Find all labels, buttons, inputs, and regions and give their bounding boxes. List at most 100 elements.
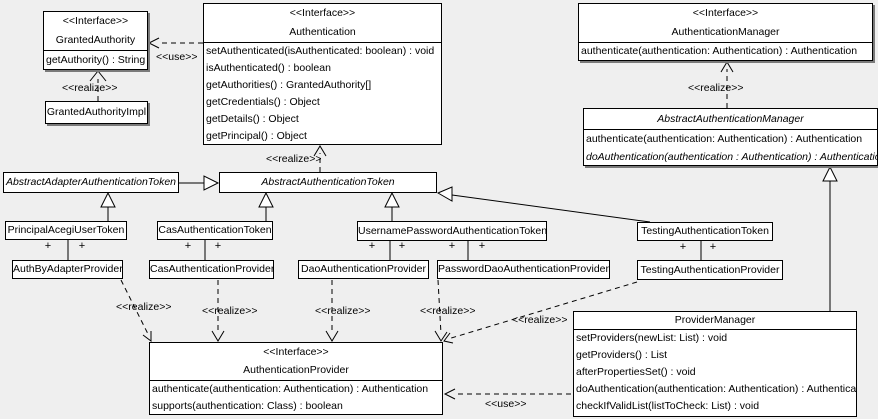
realize-abstract-token-to-authentication <box>313 145 327 172</box>
realize-authbyadapter-provider <box>120 279 152 342</box>
stereotype: <<Interface>> <box>289 7 356 19</box>
method: getAuthorities() : GrantedAuthority[] <box>206 79 372 91</box>
multiplicity-plus: + <box>478 240 486 252</box>
methods-compartment: setAuthenticated(isAuthenticated: boolea… <box>204 42 441 144</box>
class-name: TestingAuthenticationProvider <box>640 264 780 276</box>
method: getDetails() : Object <box>206 113 299 125</box>
methods-compartment: authenticate(authentication: Authenticat… <box>584 129 878 165</box>
method: doAuthentication(authentication: Authent… <box>576 383 857 395</box>
realize-abstract-manager-to-manager <box>720 61 734 108</box>
class-name: AuthenticationManager <box>671 26 780 38</box>
class-name: GrantedAuthorityImpl <box>46 106 147 118</box>
class-auth-by-adapter-provider[interactable]: AuthByAdapterProvider <box>12 260 123 279</box>
realize-label: <<realize>> <box>512 314 568 326</box>
generalization-abstract-adapter-token-to-abstract-token <box>179 175 220 191</box>
method: doAuthentication(authentication : Authen… <box>586 151 878 163</box>
methods-compartment: authenticate(authentication: Authenticat… <box>579 42 872 60</box>
multiplicity-plus: + <box>709 241 717 253</box>
method: authenticate(authentication: Authenticat… <box>152 383 429 395</box>
class-cas-authentication-provider[interactable]: CasAuthenticationProvider <box>149 260 274 279</box>
class-principal-acegi-user-token[interactable]: PrincipalAcegiUserToken <box>5 221 127 240</box>
methods-compartment: getAuthority() : String <box>44 50 147 69</box>
generalization-cas-authentication-token <box>258 191 274 221</box>
realize-label: <<realize>> <box>62 82 118 94</box>
class-cas-authentication-token[interactable]: CasAuthenticationToken <box>157 221 273 240</box>
stereotype: <<Interface>> <box>62 15 129 27</box>
class-header: ProviderManager <box>574 312 856 329</box>
method: supports(authentication: Class) : boolea… <box>152 400 343 412</box>
class-name: ProviderManager <box>674 314 756 326</box>
realize-label: <<realize>> <box>315 305 371 317</box>
realize-grantedauthorityimpl <box>89 70 107 101</box>
class-name: PrincipalAcegiUserToken <box>7 224 125 236</box>
method: isAuthenticated() : boolean <box>206 62 331 74</box>
class-name: UsernamePasswordAuthenticationToken <box>358 225 547 237</box>
class-granted-authority-impl[interactable]: GrantedAuthorityImpl <box>45 101 148 124</box>
class-header: <<Interface>> Authentication <box>204 4 441 42</box>
class-username-password-authentication-token[interactable]: UsernamePasswordAuthenticationToken <box>357 221 547 241</box>
method: setProviders(newList: List) : void <box>576 332 728 344</box>
method: getProviders() : List <box>576 349 668 361</box>
realize-label: <<realize>> <box>116 301 172 313</box>
class-name: AbstractAuthenticationManager <box>657 113 804 125</box>
class-testing-authentication-token[interactable]: TestingAuthenticationToken <box>637 222 773 241</box>
class-name: PasswordDaoAuthenticationProvider <box>438 263 610 275</box>
class-name: AuthenticationProvider <box>243 364 349 376</box>
stereotype: <<Interface>> <box>692 7 759 19</box>
realize-cas-provider <box>211 280 225 342</box>
method: authenticate(authentication: Authenticat… <box>586 133 863 145</box>
class-abstract-adapter-authentication-token[interactable]: AbstractAdapterAuthenticationToken <box>3 172 179 193</box>
class-abstract-authentication-token[interactable]: AbstractAuthenticationToken <box>219 172 437 193</box>
class-name: DaoAuthenticationProvider <box>301 263 426 275</box>
class-authentication-provider[interactable]: <<Interface>> AuthenticationProvider aut… <box>149 342 443 415</box>
realize-label: <<realize>> <box>688 82 744 94</box>
class-name: TestingAuthenticationToken <box>641 225 769 237</box>
class-authentication-manager[interactable]: <<Interface>> AuthenticationManager auth… <box>578 3 873 61</box>
multiplicity-plus: + <box>44 240 52 252</box>
generalization-username-password-token <box>384 191 400 221</box>
stereotype: <<Interface>> <box>263 346 329 358</box>
multiplicity-plus: + <box>78 240 86 252</box>
method: getPrincipal() : Object <box>206 130 307 142</box>
class-name: Authentication <box>289 26 356 38</box>
realize-label: <<realize>> <box>266 153 322 165</box>
class-header: <<Interface>> AuthenticationManager <box>579 4 872 42</box>
class-testing-authentication-provider[interactable]: TestingAuthenticationProvider <box>637 260 783 280</box>
use-label: <<use>> <box>485 398 527 410</box>
class-name: CasAuthenticationProvider <box>150 263 274 275</box>
multiplicity-plus: + <box>398 240 406 252</box>
realize-label: <<realize>> <box>202 305 258 317</box>
class-name: AuthByAdapterProvider <box>13 263 123 275</box>
multiplicity-plus: + <box>214 240 222 252</box>
methods-compartment: setProviders(newList: List) : void getPr… <box>574 329 856 415</box>
class-name: GrantedAuthority <box>55 34 136 46</box>
realize-passworddao-provider <box>434 279 448 342</box>
class-name: AbstractAuthenticationToken <box>261 176 395 188</box>
class-abstract-authentication-manager[interactable]: AbstractAuthenticationManager authentica… <box>583 108 878 166</box>
method: checkIfValidList(listToCheck: List) : vo… <box>576 400 760 412</box>
method: authenticate(authentication: Authenticat… <box>581 45 858 57</box>
realize-label: <<realize>> <box>420 305 476 317</box>
class-name: AbstractAdapterAuthenticationToken <box>5 176 177 188</box>
class-password-dao-authentication-provider[interactable]: PasswordDaoAuthenticationProvider <box>437 260 610 279</box>
multiplicity-plus: + <box>368 240 376 252</box>
method: getAuthority() : String <box>46 54 146 66</box>
class-authentication[interactable]: <<Interface>> Authentication setAuthenti… <box>203 3 442 145</box>
method: afterPropertiesSet() : void <box>576 366 696 378</box>
generalization-provider-manager-to-abstract-manager <box>822 165 838 311</box>
class-header: <<Interface>> GrantedAuthority <box>44 12 147 50</box>
method: setAuthenticated(isAuthenticated: boolea… <box>206 45 435 57</box>
use-label: <<use>> <box>156 51 198 63</box>
method: getCredentials() : Object <box>206 96 320 108</box>
methods-compartment: authenticate(authentication: Authenticat… <box>150 380 442 414</box>
realize-dao-provider <box>325 280 339 342</box>
class-dao-authentication-provider[interactable]: DaoAuthenticationProvider <box>298 260 429 279</box>
use-authentication-to-grantedauthority <box>147 37 203 49</box>
class-provider-manager[interactable]: ProviderManager setProviders(newList: Li… <box>573 311 857 417</box>
class-header: AbstractAuthenticationManager <box>584 109 877 129</box>
use-provider-manager-to-authentication-provider <box>443 388 571 400</box>
multiplicity-plus: + <box>679 241 687 253</box>
class-granted-authority[interactable]: <<Interface>> GrantedAuthority getAuthor… <box>43 11 148 70</box>
